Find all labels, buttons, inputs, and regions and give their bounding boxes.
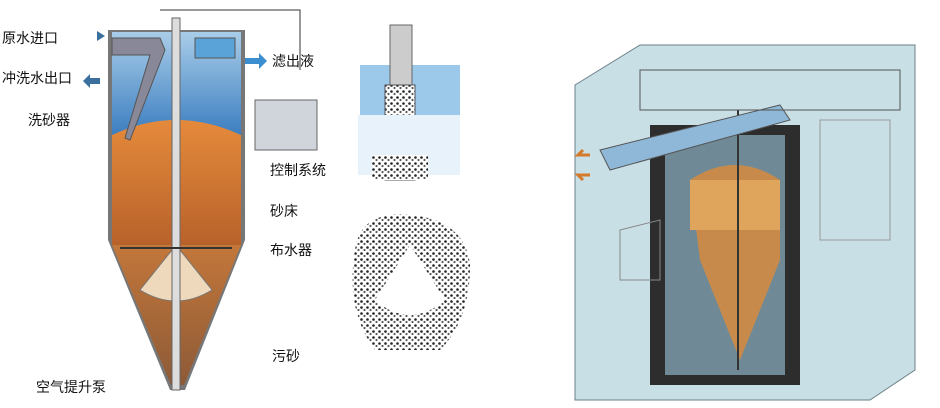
3d-filter-cutaway	[574, 44, 916, 401]
filter-tank	[83, 9, 318, 391]
control-cabinet	[254, 99, 318, 151]
label-control-system: 控制系统	[270, 163, 326, 179]
label-air-lift-pump: 空气提升泵	[36, 380, 106, 396]
label-raw-water-inlet: 原水进口	[2, 31, 58, 47]
label-filtrate: 滤出液	[272, 54, 314, 70]
inset-washer	[355, 24, 470, 181]
label-sand-bed: 砂床	[270, 204, 298, 220]
label-sand-washer: 洗砂器	[28, 113, 70, 129]
label-dirty-sand: 污砂	[272, 349, 300, 365]
inset-sand-ring	[352, 214, 470, 350]
label-water-distributor: 布水器	[270, 243, 312, 259]
label-wash-water-outlet: 冲洗水出口	[2, 71, 72, 87]
